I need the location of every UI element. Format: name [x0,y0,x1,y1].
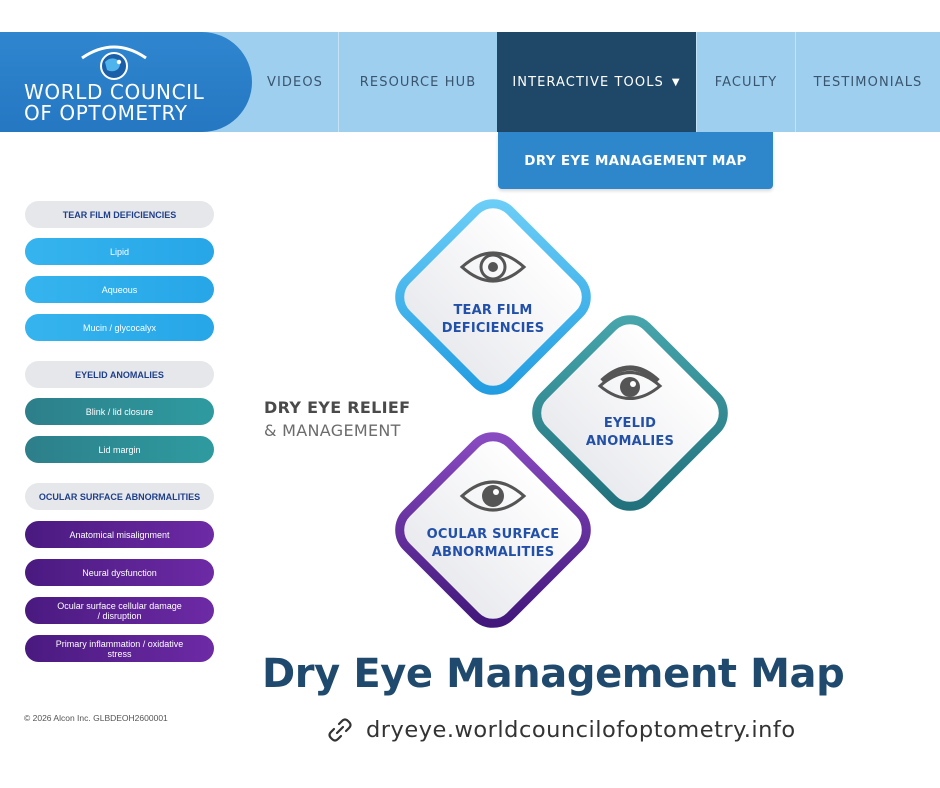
sidebar-item-label: Ocular surface cellular damage / disrupt… [57,600,182,621]
sidebar-item-label: Neural dysfunction [82,567,157,578]
nav-item-label: VIDEOS [266,74,324,90]
nav-item-testimonials[interactable]: TESTIMONIALS [795,32,940,132]
sidebar-item-label: Lid margin [98,444,141,455]
diamond-eyelid[interactable] [527,310,733,516]
site-url-link[interactable]: dryeye.worldcouncilofoptometry.info [326,716,796,744]
copyright-text: © 2026 Alcon Inc. GLBDEOH2600001 [24,713,168,723]
diamond-tear-film[interactable] [390,195,596,400]
top-navigation: WORLD COUNCIL OF OPTOMETRY VIDEOS RESOUR… [0,32,940,132]
relief-line-2: & MANAGEMENT [264,421,401,440]
logo[interactable]: WORLD COUNCIL OF OPTOMETRY [0,32,252,132]
sidebar-group-header-eyelid[interactable]: EYELID ANOMALIES [25,361,214,388]
diamond-label-tear-film: TEAR FILM DEFICIENCIES [408,302,578,338]
relief-heading: DRY EYE RELIEF & MANAGEMENT [264,398,410,440]
sidebar-item-label: Lipid [109,246,129,257]
eye-globe-icon [81,45,147,80]
sidebar-item-aqueous[interactable]: Aqueous [25,276,214,303]
diamond-ocular-surface[interactable] [390,427,596,633]
nav-item-label: INTERACTIVE TOOLS [512,74,664,90]
nav-item-interactive-tools[interactable]: INTERACTIVE TOOLS ▼ [497,32,696,132]
sidebar-item-cellular-damage[interactable]: Ocular surface cellular damage / disrupt… [25,597,214,624]
eye-surface-icon [459,480,527,512]
sidebar-group-header-ocular-surface[interactable]: OCULAR SURFACE ABNORMALITIES [25,483,214,510]
diamond-label-ocular-surface: OCULAR SURFACE ABNORMALITIES [408,526,578,562]
sidebar-item-mucin[interactable]: Mucin / glycocalyx [25,314,214,341]
logo-text: WORLD COUNCIL OF OPTOMETRY [24,82,204,124]
sidebar-item-neural[interactable]: Neural dysfunction [25,559,214,586]
sidebar-item-label: Primary inflammation / oxidative stress [55,638,184,659]
dropdown-item-label: DRY EYE MANAGEMENT MAP [524,152,747,169]
diamond-label-line: OCULAR SURFACE [426,527,560,542]
nav-item-videos[interactable]: VIDEOS [252,32,338,132]
diamond-label-line: TEAR FILM [453,303,533,318]
nav-item-label: TESTIMONIALS [813,74,923,90]
diamond-map [390,195,733,633]
logo-line-2: OF OPTOMETRY [24,101,188,125]
sidebar-item-label: Anatomical misalignment [69,529,170,540]
page-title: Dry Eye Management Map [262,651,845,697]
site-url-text: dryeye.worldcouncilofoptometry.info [366,717,796,743]
logo-line-1: WORLD COUNCIL [24,80,205,104]
nav-item-resource-hub[interactable]: RESOURCE HUB [338,32,497,132]
nav-item-label: RESOURCE HUB [359,74,477,90]
group-title: EYELID ANOMALIES [75,369,164,380]
sidebar-item-label: Mucin / glycocalyx [82,322,157,333]
nav-item-label: FACULTY [714,74,778,90]
nav-item-faculty[interactable]: FACULTY [696,32,795,132]
sidebar-group-header-tear-film[interactable]: TEAR FILM DEFICIENCIES [25,201,214,228]
diamond-label-eyelid: EYELID ANOMALIES [545,415,715,451]
link-icon [328,718,352,742]
sidebar-item-blink[interactable]: Blink / lid closure [25,398,214,425]
dropdown-item-dry-eye-map[interactable]: DRY EYE MANAGEMENT MAP [498,132,773,189]
caret-down-icon: ▼ [671,76,681,88]
group-title: TEAR FILM DEFICIENCIES [62,209,177,220]
sidebar-item-lipid[interactable]: Lipid [25,238,214,265]
eye-lid-icon [597,365,663,400]
diamond-label-line: DEFICIENCIES [441,321,545,336]
diamond-label-line: ABNORMALITIES [431,545,555,560]
sidebar-item-label: Aqueous [101,284,138,295]
sidebar-item-anatomical[interactable]: Anatomical misalignment [25,521,214,548]
sidebar-item-label: Blink / lid closure [85,406,154,417]
sidebar-item-inflammation[interactable]: Primary inflammation / oxidative stress [25,635,214,662]
diamond-label-line: EYELID [603,416,657,431]
sidebar-item-lid-margin[interactable]: Lid margin [25,436,214,463]
diamond-label-line: ANOMALIES [585,434,675,449]
group-title: OCULAR SURFACE ABNORMALITIES [38,491,201,502]
relief-line-1: DRY EYE RELIEF [264,398,411,417]
eye-iris-icon [459,251,527,283]
